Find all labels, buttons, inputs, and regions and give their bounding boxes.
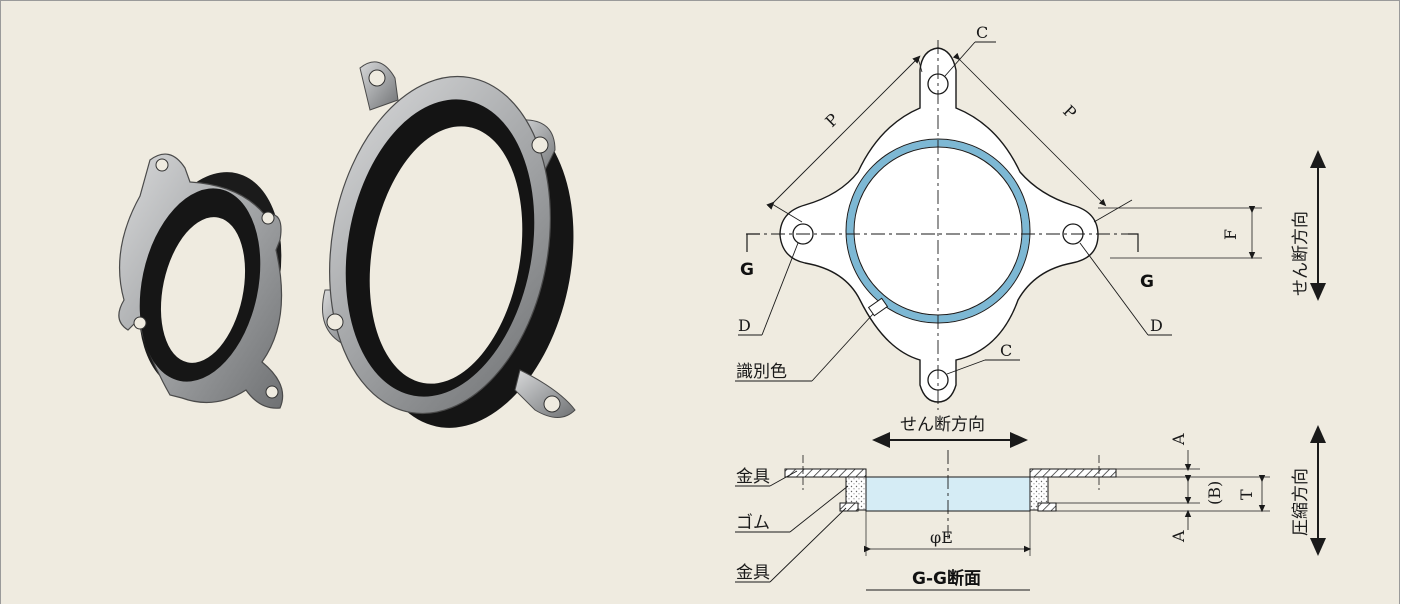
- label-T: T: [1237, 489, 1256, 500]
- plan-view: G G P P C C D D 識別色 F: [735, 23, 1326, 410]
- label-D-left: D: [738, 316, 751, 335]
- label-G-right: G: [1140, 272, 1154, 292]
- label-rubber: ゴム: [736, 512, 770, 533]
- label-phiE: φE: [930, 528, 953, 547]
- label-shear-direction-horizontal: せん断方向: [900, 415, 985, 435]
- metal-fitting-bottom-right: [1037, 502, 1057, 512]
- label-F: F: [1221, 229, 1240, 240]
- label-P-right: P: [1059, 101, 1080, 122]
- label-A-top: A: [1169, 433, 1188, 446]
- product-photo-large: [322, 61, 576, 428]
- label-metal-fitting-bottom: 金具: [736, 563, 770, 583]
- metal-fitting-top-left: [784, 468, 867, 478]
- label-shear-direction-vertical: せん断方向: [1291, 211, 1311, 296]
- label-C-bottom: C: [1000, 341, 1012, 360]
- label-metal-fitting-top: 金具: [736, 467, 770, 487]
- label-G-left: G: [740, 260, 754, 280]
- metal-fitting-top-right: [1029, 468, 1117, 478]
- label-A-bottom: A: [1169, 530, 1188, 543]
- section-title: G-G断面: [912, 568, 981, 589]
- metal-fitting-bottom-left: [839, 502, 859, 512]
- identification-color-mark: [867, 297, 889, 317]
- label-compression-direction: 圧縮方向: [1291, 468, 1311, 536]
- label-D-right: D: [1150, 316, 1163, 335]
- label-B: (B): [1205, 481, 1224, 505]
- product-photo-small: [118, 153, 284, 409]
- label-P-left: P: [821, 110, 842, 131]
- section-view: せん断方向 A (B) A T: [735, 415, 1326, 591]
- label-identification-color: 識別色: [736, 362, 787, 382]
- label-C-top: C: [976, 23, 988, 42]
